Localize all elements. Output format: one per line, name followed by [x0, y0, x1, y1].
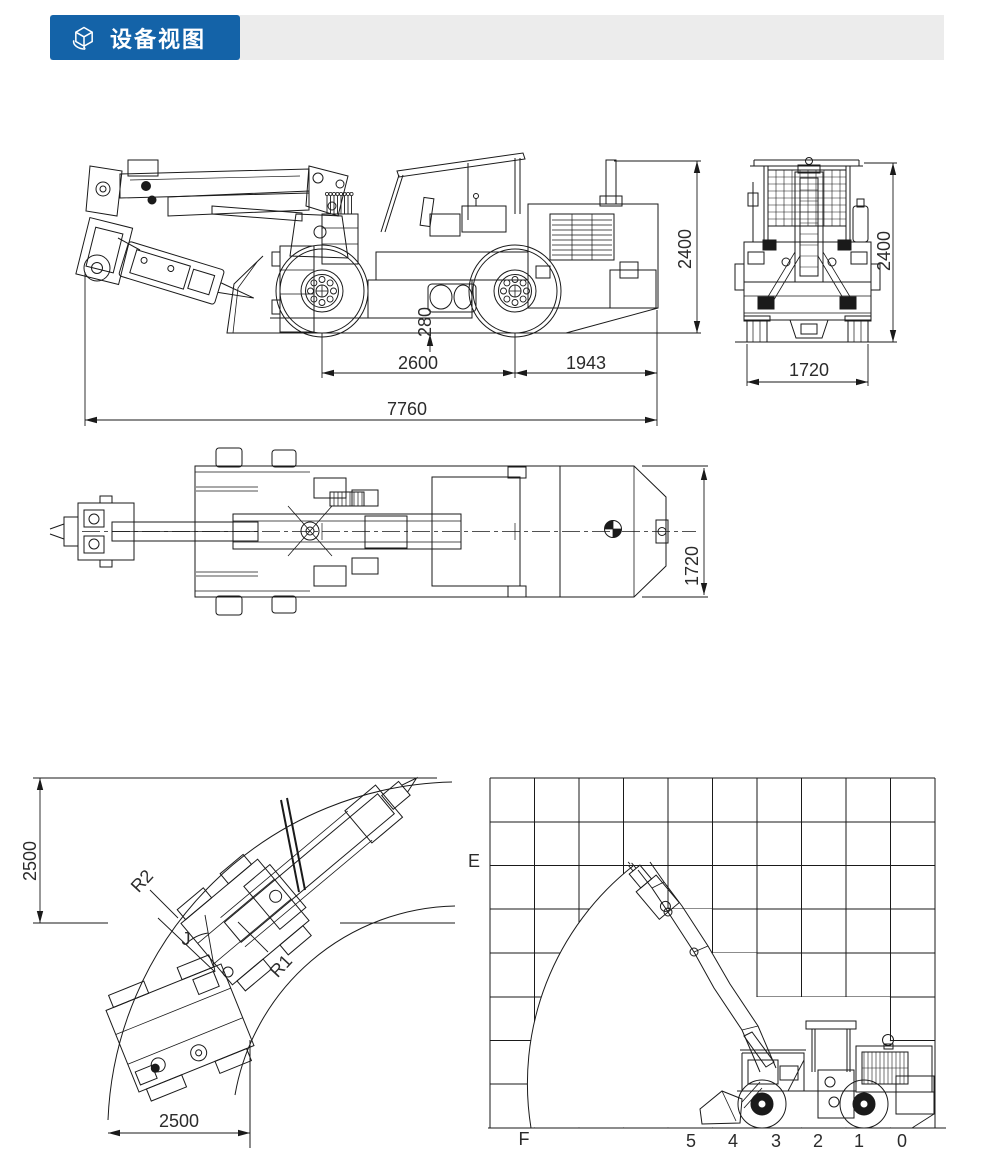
rear-view-drawing	[734, 157, 897, 386]
dim-wheelbase: 2600	[397, 353, 439, 373]
coverage-x-tick: 1	[853, 1131, 864, 1151]
coverage-x-tick: 0	[896, 1131, 907, 1151]
label-floor-ref: F	[518, 1129, 530, 1149]
cube-3d-icon	[72, 26, 93, 50]
section-header-bar: 设备视图	[50, 15, 944, 60]
side-view-drawing	[75, 152, 701, 426]
turning-radius-diagram	[33, 776, 456, 1148]
dim-side-height: 2400	[675, 228, 695, 270]
dim-rear-width: 1720	[788, 360, 830, 380]
dim-rear-length: 1943	[565, 353, 607, 373]
coverage-x-tick: 4	[727, 1131, 738, 1151]
dim-corridor-width-horizontal: 2500	[158, 1111, 200, 1131]
coverage-x-tick: 2	[812, 1131, 823, 1151]
coverage-x-tick: 3	[770, 1131, 781, 1151]
coverage-x-tick: 5	[685, 1131, 696, 1151]
working-range-diagram	[488, 777, 946, 1129]
label-height-ref: E	[467, 851, 480, 871]
dim-corridor-width-vertical: 2500	[20, 840, 40, 882]
dim-rear-height: 2400	[874, 230, 894, 272]
dim-top-width: 1720	[682, 545, 702, 587]
label-articulation-angle: J	[181, 929, 191, 949]
section-title: 设备视图	[110, 26, 207, 52]
section-title-badge: 设备视图	[50, 15, 240, 60]
top-view-drawing	[49, 447, 708, 616]
dim-total-length: 7760	[386, 399, 428, 419]
dim-ground-clearance: 280	[415, 306, 435, 338]
